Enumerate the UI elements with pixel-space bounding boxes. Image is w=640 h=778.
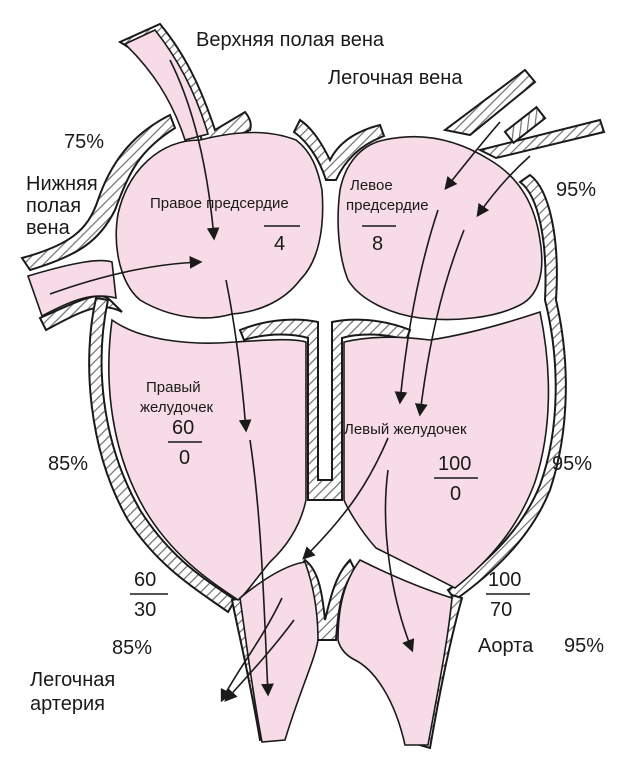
pulm-artery-label-1: Легочная bbox=[30, 669, 115, 691]
svc-lumen bbox=[123, 29, 210, 141]
pulm-vein-wall bbox=[442, 68, 537, 137]
arrow-pv-to-la-1 bbox=[444, 121, 501, 190]
arrow-rv-to-pa-1 bbox=[249, 439, 274, 697]
right-ventricle-label-2: желудочек bbox=[140, 399, 214, 416]
pulm-vein-wall-2 bbox=[477, 118, 606, 160]
arrow-ivc-to-ra bbox=[49, 256, 203, 295]
flow-arrows bbox=[49, 59, 531, 703]
aorta-pressure-den: 70 bbox=[490, 599, 512, 621]
right-ventricle-wall bbox=[88, 296, 237, 614]
right-ventricle-pressure-num: 60 bbox=[172, 417, 194, 439]
interatrial-top-wall bbox=[292, 118, 386, 181]
left-atrium-pressure-den: 8 bbox=[372, 233, 383, 255]
svc-saturation: 75% bbox=[64, 131, 104, 153]
ivc-lumen bbox=[26, 259, 117, 318]
right-ventricle-saturation: 85% bbox=[48, 453, 88, 475]
arrow-lv-to-aorta bbox=[384, 469, 415, 653]
pulm-artery-pressure-den: 30 bbox=[134, 599, 156, 621]
pulm-artery-pressure-num: 60 bbox=[134, 569, 156, 591]
left-ventricle-pressure-den: 0 bbox=[450, 483, 461, 505]
aorta-saturation: 95% bbox=[564, 635, 604, 657]
aorta-pressure-num: 100 bbox=[488, 569, 521, 591]
left-heart-wall bbox=[446, 173, 567, 602]
right-ventricle bbox=[108, 318, 307, 601]
aorta-label: Аорта bbox=[478, 635, 534, 657]
ivc-label-1: Нижняя bbox=[26, 173, 98, 195]
left-ventricle-label: Левый желудочек bbox=[344, 421, 467, 438]
pulm-artery-lumen bbox=[239, 561, 319, 743]
svc-label: Верхняя полая вена bbox=[196, 29, 385, 51]
pulm-vein-stub bbox=[503, 105, 547, 145]
arrow-pa-2 bbox=[224, 619, 295, 702]
right-atrium-wall bbox=[20, 113, 177, 272]
ivc-label-2: полая bbox=[26, 195, 81, 217]
arrow-la-to-lv-1 bbox=[394, 209, 439, 405]
arrow-ra-to-rv bbox=[225, 279, 252, 433]
right-atrium-label: Правое предсердие bbox=[150, 195, 289, 212]
pulm-artery-saturation: 85% bbox=[112, 637, 152, 659]
left-atrium-label-2: предсердие bbox=[346, 197, 429, 214]
pulm-vein-saturation: 95% bbox=[556, 179, 596, 201]
right-atrium bbox=[115, 131, 324, 319]
left-ventricle bbox=[343, 310, 550, 589]
left-atrium bbox=[337, 135, 543, 321]
arrow-lv-to-rv-flow bbox=[302, 437, 389, 560]
left-atrium-label-1: Левое bbox=[350, 177, 393, 194]
right-ventricle-label-1: Правый bbox=[146, 379, 201, 396]
ivc-label-3: вена bbox=[26, 217, 71, 239]
right-atrium-pressure-den: 4 bbox=[274, 233, 285, 255]
pulm-vein-label: Легочная вена bbox=[328, 67, 463, 89]
labels: Верхняя полая вена Легочная вена 75% Ниж… bbox=[26, 29, 604, 715]
arrow-la-to-lv-2 bbox=[414, 229, 465, 417]
aorta-lumen bbox=[337, 558, 453, 746]
pulm-artery-label-2: артерия bbox=[30, 693, 105, 715]
arrow-svc-to-ra bbox=[169, 59, 220, 241]
arrow-pv-to-la-2 bbox=[476, 155, 531, 218]
right-ventricle-pressure-den: 0 bbox=[179, 447, 190, 469]
left-ventricle-pressure-num: 100 bbox=[438, 453, 471, 475]
heart-chambers bbox=[26, 29, 550, 746]
left-ventricle-saturation: 95% bbox=[552, 453, 592, 475]
